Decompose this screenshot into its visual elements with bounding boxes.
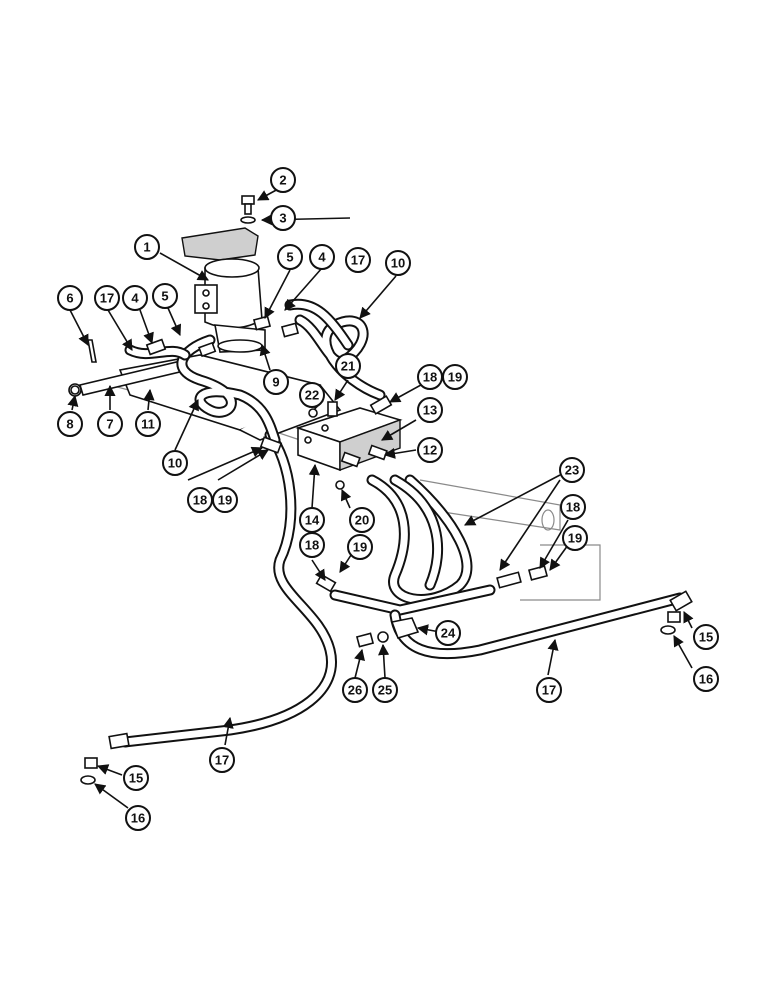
svg-text:17: 17 <box>100 291 114 306</box>
leader-lines <box>67 187 694 809</box>
svg-text:17: 17 <box>351 253 365 268</box>
callout: 17 <box>345 247 371 273</box>
svg-text:14: 14 <box>305 513 320 528</box>
callout: 24 <box>435 620 461 646</box>
callout: 23 <box>559 457 585 483</box>
callout: 26 <box>342 677 368 703</box>
svg-text:19: 19 <box>353 540 367 555</box>
callout: 1 <box>134 234 160 260</box>
svg-text:18: 18 <box>566 500 580 515</box>
cover-plate <box>181 227 259 261</box>
svg-text:16: 16 <box>699 672 713 687</box>
callout: 19 <box>442 364 468 390</box>
callout: 17 <box>94 285 120 311</box>
svg-text:15: 15 <box>129 771 143 786</box>
callout: 18 <box>560 494 586 520</box>
svg-text:24: 24 <box>441 626 456 641</box>
callout: 4 <box>309 244 335 270</box>
callout: 15 <box>693 624 719 650</box>
callout: 19 <box>212 487 238 513</box>
callout: 18 <box>299 532 325 558</box>
svg-text:18: 18 <box>193 493 207 508</box>
callout: 25 <box>372 677 398 703</box>
callout: 16 <box>693 666 719 692</box>
callout: 10 <box>162 450 188 476</box>
svg-text:10: 10 <box>168 456 182 471</box>
svg-text:21: 21 <box>341 359 355 374</box>
svg-text:20: 20 <box>355 513 369 528</box>
svg-text:13: 13 <box>423 403 437 418</box>
svg-text:17: 17 <box>542 683 556 698</box>
svg-text:12: 12 <box>423 443 437 458</box>
callout: 19 <box>347 534 373 560</box>
svg-text:15: 15 <box>699 630 713 645</box>
svg-text:1: 1 <box>143 240 150 255</box>
callout: 16 <box>125 805 151 831</box>
svg-text:9: 9 <box>272 375 279 390</box>
svg-text:18: 18 <box>423 370 437 385</box>
svg-text:5: 5 <box>286 250 293 265</box>
callout: 13 <box>417 397 443 423</box>
bolt <box>240 195 256 224</box>
svg-text:19: 19 <box>448 370 462 385</box>
callout: 14 <box>299 507 325 533</box>
callout: 2 <box>270 167 296 193</box>
svg-text:16: 16 <box>131 811 145 826</box>
svg-text:8: 8 <box>66 417 73 432</box>
svg-text:11: 11 <box>141 417 155 432</box>
callout: 20 <box>349 507 375 533</box>
svg-text:22: 22 <box>305 388 319 403</box>
callout: 19 <box>562 525 588 551</box>
callout: 4 <box>122 285 148 311</box>
callout: 18 <box>417 364 443 390</box>
svg-text:3: 3 <box>279 211 286 226</box>
callouts: 1 2 3 4 4 5 5 6 7 8 9 10 10 11 12 13 14 … <box>57 167 719 831</box>
svg-text:10: 10 <box>391 256 405 271</box>
callout: 6 <box>57 285 83 311</box>
callout: 22 <box>299 382 325 408</box>
svg-text:18: 18 <box>305 538 319 553</box>
svg-text:25: 25 <box>378 683 392 698</box>
svg-text:2: 2 <box>279 173 286 188</box>
svg-text:23: 23 <box>565 463 579 478</box>
svg-text:17: 17 <box>215 753 229 768</box>
callout: 11 <box>135 411 161 437</box>
svg-text:19: 19 <box>568 531 582 546</box>
svg-text:7: 7 <box>106 417 113 432</box>
callout: 7 <box>97 411 123 437</box>
callout: 12 <box>417 437 443 463</box>
fittings <box>70 315 693 785</box>
callout: 9 <box>263 369 289 395</box>
svg-text:26: 26 <box>348 683 362 698</box>
callout: 15 <box>123 765 149 791</box>
svg-text:4: 4 <box>318 250 326 265</box>
svg-text:19: 19 <box>218 493 232 508</box>
callout: 5 <box>152 283 178 309</box>
callout: 18 <box>187 487 213 513</box>
callout: 5 <box>277 244 303 270</box>
svg-text:6: 6 <box>66 291 73 306</box>
svg-text:4: 4 <box>131 291 139 306</box>
svg-text:5: 5 <box>161 289 168 304</box>
callout: 8 <box>57 411 83 437</box>
callout: 3 <box>270 205 296 231</box>
callout: 10 <box>385 250 411 276</box>
callout: 17 <box>209 747 235 773</box>
callout: 21 <box>335 353 361 379</box>
callout: 17 <box>536 677 562 703</box>
